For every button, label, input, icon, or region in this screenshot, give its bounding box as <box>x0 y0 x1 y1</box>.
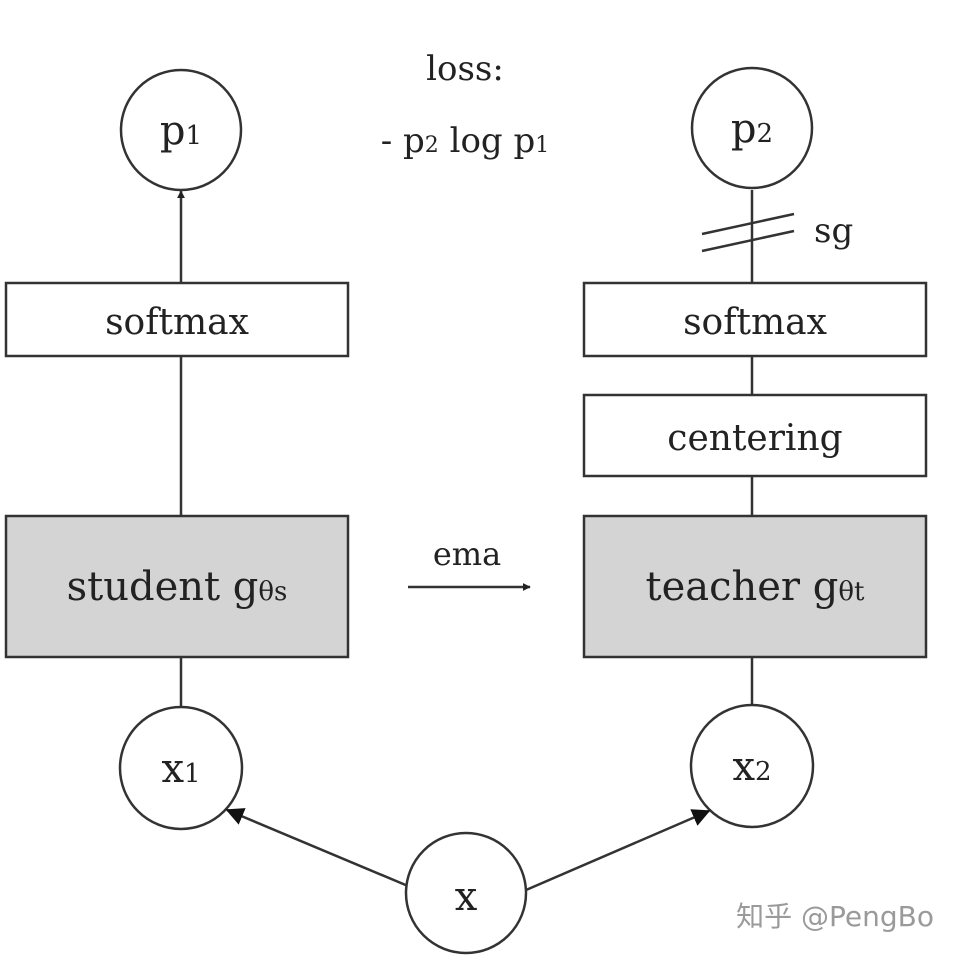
source-input: x <box>225 808 711 955</box>
loss-title: loss: <box>426 49 504 89</box>
stop-grad-mark-2 <box>701 229 795 253</box>
student-network-box <box>4 514 350 659</box>
loss-p1-sub: 1 <box>535 133 549 158</box>
student-network-label: student gθs <box>67 564 288 610</box>
watermark: 知乎 @PengBo <box>736 900 934 933</box>
teacher-output-node <box>690 66 814 190</box>
teacher-input-node <box>689 703 815 829</box>
augment-arrow-student <box>225 808 409 888</box>
student-softmax-label: softmax <box>105 302 249 343</box>
stop-grad-mark-1 <box>701 212 795 236</box>
student-softmax-box <box>4 281 350 358</box>
student-output-node <box>119 68 243 192</box>
loss-prefix: - p <box>381 121 425 161</box>
teacher-output-label: p2 <box>731 106 773 152</box>
student-input-label: x1 <box>161 746 200 792</box>
augment-arrow-teacher <box>525 809 711 892</box>
source-label: x <box>455 874 478 920</box>
student-input-node <box>118 705 244 831</box>
teacher-centering-label: centering <box>667 418 842 459</box>
loss-formula: - p2 log p1 <box>381 121 550 161</box>
loss-label: loss: - p2 log p1 <box>381 49 550 161</box>
student-output-label: p1 <box>160 108 202 154</box>
teacher-centering-box <box>582 393 928 478</box>
ema-label: ema <box>433 535 501 573</box>
student-branch: p1 softmax student gθs x1 <box>4 68 350 831</box>
teacher-network-box <box>582 514 928 659</box>
teacher-branch: sg p2 softmax centering teacher gθt x2 <box>582 66 928 829</box>
loss-middle: log p <box>439 121 536 161</box>
loss-p2-sub: 2 <box>425 133 439 158</box>
teacher-network-label: teacher gθt <box>646 564 866 610</box>
ema-update: ema <box>408 535 531 591</box>
teacher-input-label: x2 <box>732 744 771 790</box>
teacher-softmax-box <box>582 281 928 358</box>
source-node <box>404 831 528 955</box>
stop-grad-label: sg <box>814 211 853 251</box>
teacher-softmax-label: softmax <box>683 302 827 343</box>
